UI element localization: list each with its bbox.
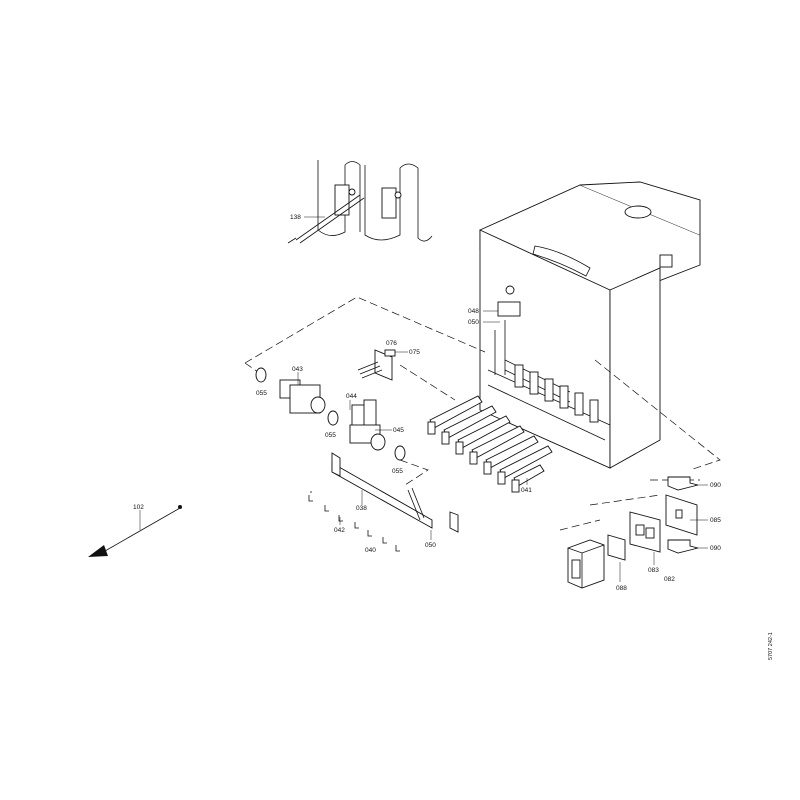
callout-102: 102	[133, 504, 144, 511]
ignition-block: 076 075	[357, 340, 420, 381]
callout-043: 043	[292, 366, 303, 373]
callout-041: 041	[521, 487, 532, 494]
callout-048: 048	[468, 308, 479, 315]
callout-042: 042	[334, 527, 345, 534]
drawing-number: 5707 242-1	[768, 632, 774, 660]
callout-075: 075	[409, 349, 420, 356]
callout-090b: 090	[710, 545, 721, 552]
callout-050a: 050	[468, 319, 479, 326]
seal-ring-icon	[255, 367, 267, 383]
probe-102: 102	[88, 504, 182, 557]
electrode-detail-inset: 138	[287, 160, 433, 244]
boiler-body: 048 050	[468, 181, 701, 469]
callout-055b: 055	[325, 432, 336, 439]
callout-055a: 055	[256, 390, 267, 397]
seal-ring-icon	[394, 445, 406, 461]
callout-090a: 090	[710, 482, 721, 489]
control-unit-parts: 090 085 090 083 082 088	[567, 476, 721, 592]
callout-045: 045	[393, 427, 404, 434]
callout-038: 038	[356, 505, 367, 512]
callout-040: 040	[365, 547, 376, 554]
manifold-assembly: 038 042 040 050	[308, 452, 459, 554]
callout-076: 076	[386, 340, 397, 347]
callout-088: 088	[616, 585, 627, 592]
callout-138: 138	[290, 214, 301, 221]
electrode-138-icon	[287, 237, 297, 244]
callout-044: 044	[346, 393, 357, 400]
callout-085: 085	[710, 517, 721, 524]
seal-ring-icon	[327, 410, 339, 426]
callout-050b: 050	[425, 542, 436, 549]
callout-083: 083	[648, 567, 659, 574]
callout-055c: 055	[392, 468, 403, 475]
callout-082: 082	[664, 576, 675, 583]
burner-bars: 041	[427, 395, 553, 494]
gas-valve-group: 055 043 055 044 045 055	[255, 366, 406, 475]
burner-manifold-teeth	[514, 364, 599, 423]
nozzle-icons	[308, 491, 400, 552]
